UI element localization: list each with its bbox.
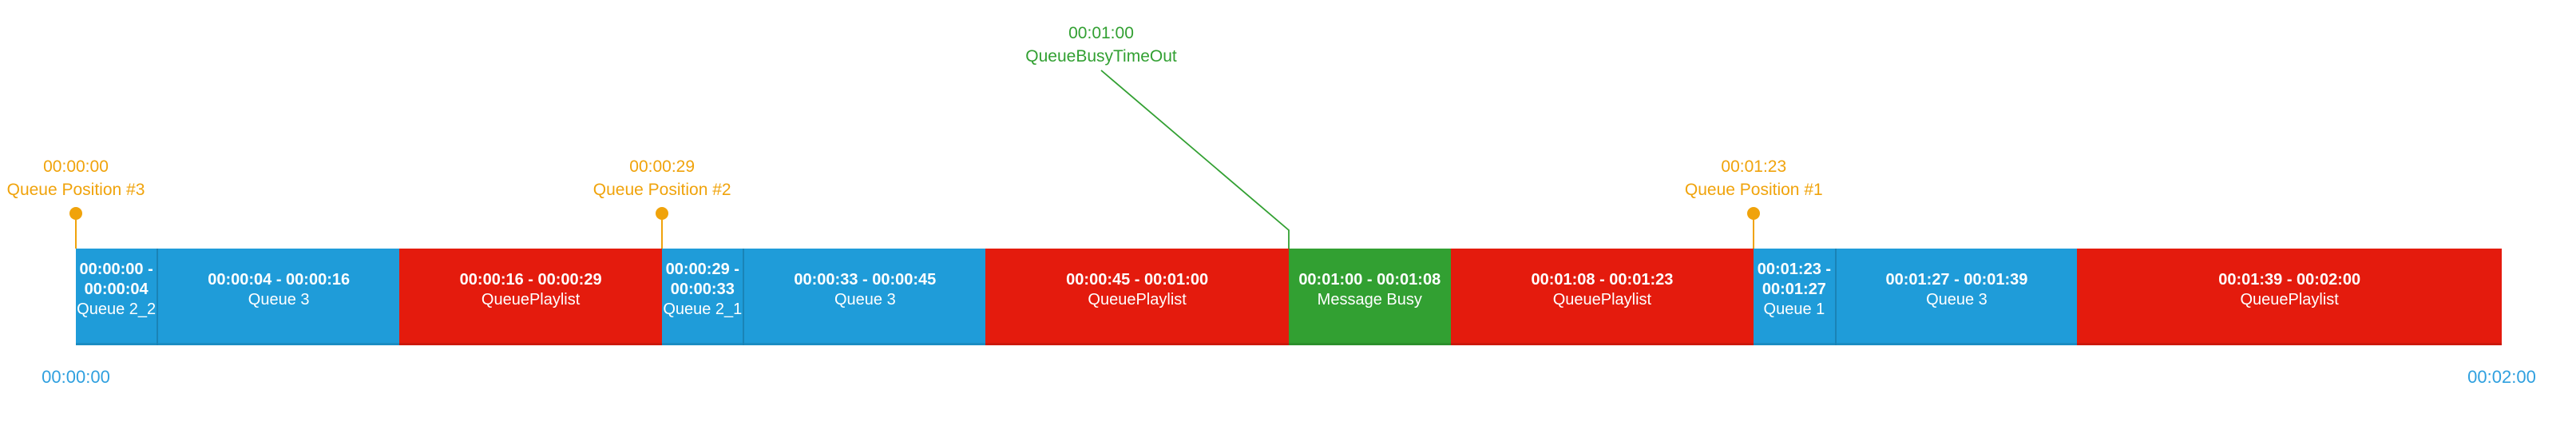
segment-time-range: 00:01:08 - 00:01:23 <box>1531 270 1674 289</box>
segment-time-range: 00:00:45 - 00:01:00 <box>1066 270 1209 289</box>
segment-label: Queue 2_2 <box>77 301 157 318</box>
segment-label: Message Busy <box>1317 290 1422 309</box>
marker-time: 00:01:23 <box>1721 157 1787 176</box>
segment-time-range: 00:01:39 - 00:02:00 <box>2218 270 2361 289</box>
segment-time-range: 00:00:16 - 00:00:29 <box>459 270 602 289</box>
marker-label: Queue Position #1 <box>1684 181 1823 199</box>
marker-dot-icon <box>656 207 669 220</box>
segment-label: QueuePlaylist <box>481 290 581 309</box>
callout-time: 00:01:00 <box>1068 24 1134 42</box>
segment-label: QueuePlaylist <box>1088 290 1187 309</box>
marker-dot-icon <box>69 207 82 220</box>
segment-label: Queue 1 <box>1763 301 1825 318</box>
axis-start-label: 00:00:00 <box>42 367 110 387</box>
segment-time-range: 00:00:33 - 00:00:45 <box>794 270 937 289</box>
segment-time-range: 00:01:23 - 00:01:27 <box>1757 261 1832 298</box>
segment-label: Queue 3 <box>1926 290 1987 309</box>
segment-time-range: 00:00:29 - 00:00:33 <box>665 261 739 298</box>
marker-label: Queue Position #3 <box>6 181 145 199</box>
segment-label: Queue 2_1 <box>663 301 743 318</box>
segment-label: Queue 3 <box>834 290 896 309</box>
marker-label: Queue Position #2 <box>592 181 731 199</box>
marker-dot-icon <box>1747 207 1761 220</box>
segment-time-range: 00:00:00 - 00:00:04 <box>79 261 153 298</box>
segment-time-range: 00:01:00 - 00:01:08 <box>1298 270 1441 289</box>
marker-stem <box>661 220 664 249</box>
segment-label: QueuePlaylist <box>2240 290 2339 309</box>
marker-time: 00:00:29 <box>629 157 696 176</box>
callout-label: QueueBusyTimeOut <box>1025 47 1177 66</box>
marker-stem <box>75 220 77 249</box>
segment-time-range: 00:01:27 - 00:01:39 <box>1885 270 2028 289</box>
segment-label: Queue 3 <box>248 290 310 309</box>
marker-time: 00:00:00 <box>43 157 109 176</box>
axis-end-label: 00:02:00 <box>2467 367 2536 387</box>
segment-time-range: 00:00:04 - 00:00:16 <box>208 270 351 289</box>
segment-label: QueuePlaylist <box>1552 290 1652 309</box>
marker-stem <box>1753 220 1755 249</box>
